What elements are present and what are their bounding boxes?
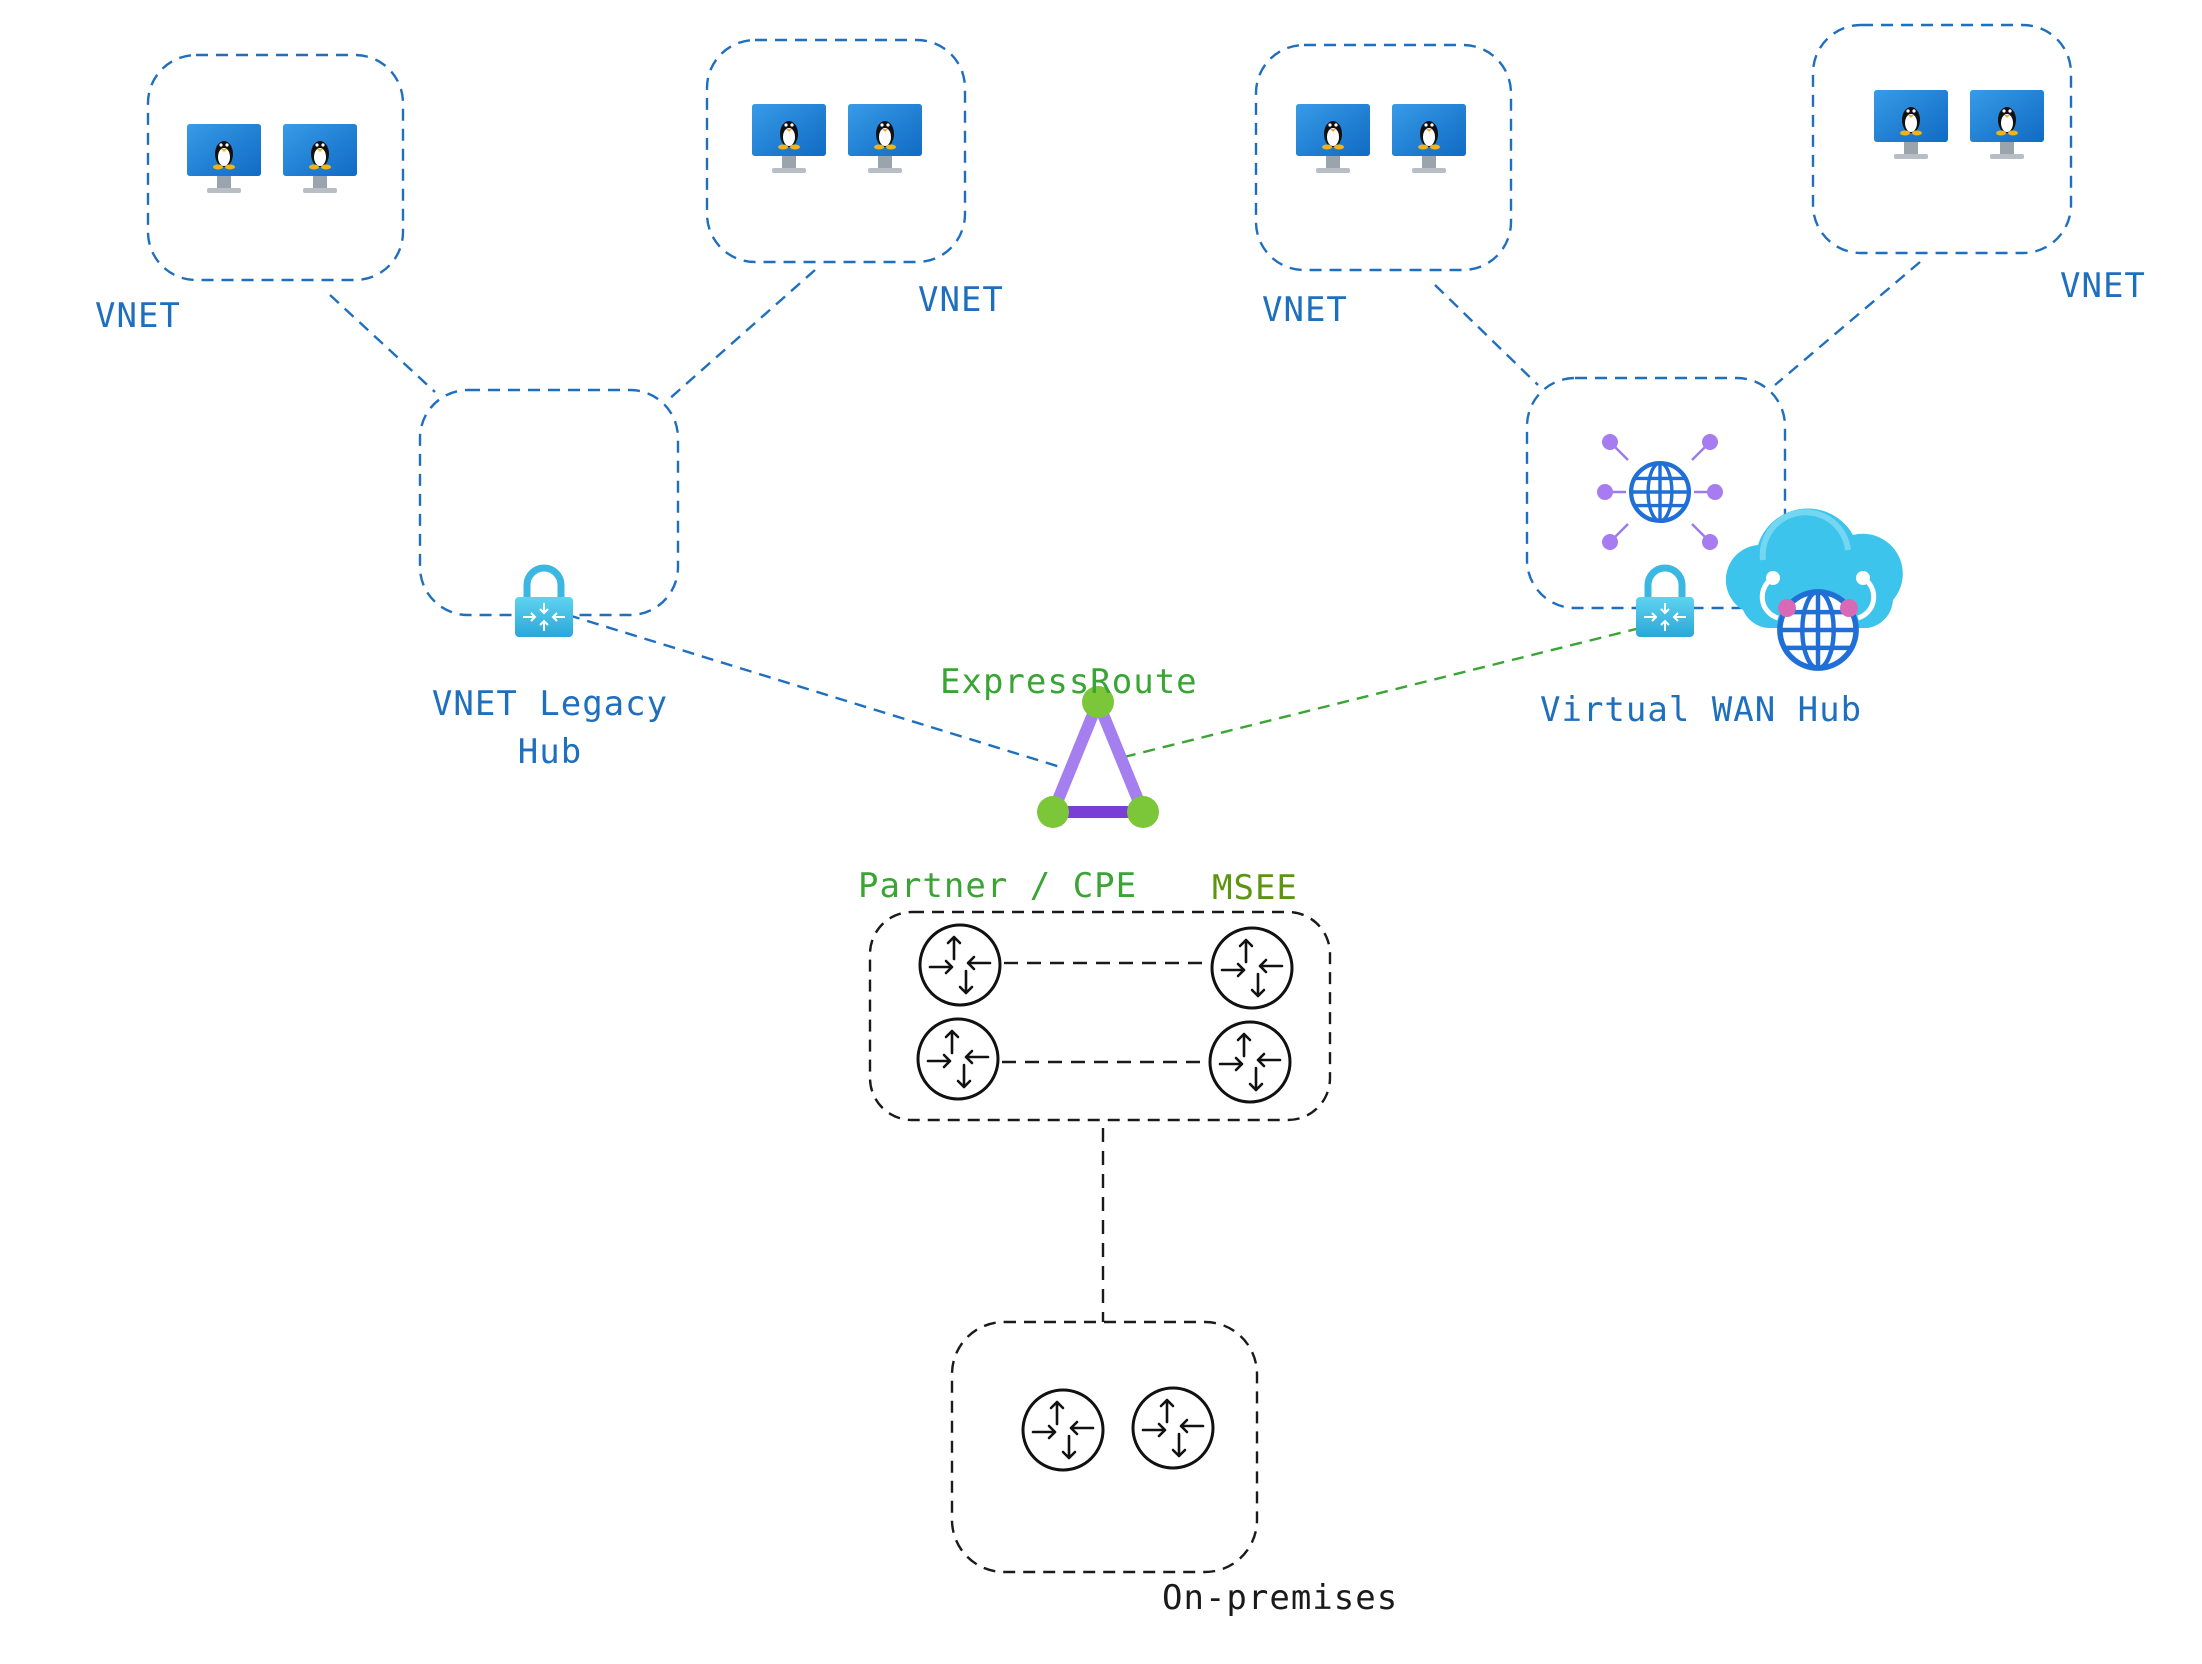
on-premises-label: On-premises bbox=[1162, 1578, 1399, 1618]
cloud-globe-icon bbox=[1725, 508, 1903, 670]
partner-cpe-label: Partner / CPE bbox=[858, 866, 1138, 906]
vnet-label-top-left: VNET bbox=[95, 296, 181, 336]
link-wan-hub-to-expressroute bbox=[1119, 626, 1641, 760]
router-icon bbox=[916, 1017, 1000, 1101]
linux-vm-icon bbox=[283, 124, 357, 193]
linux-vm-icon bbox=[1392, 104, 1466, 173]
linux-vm-icon bbox=[752, 104, 826, 173]
legacy-hub-label-line1: VNET Legacy bbox=[431, 684, 669, 724]
vnet-box-top-left bbox=[146, 53, 405, 282]
linux-vm-icon bbox=[1296, 104, 1370, 173]
link-center-vnet-to-legacy-hub bbox=[667, 269, 816, 401]
router-icon bbox=[1210, 926, 1294, 1010]
virtual-wan-globe-icon bbox=[1597, 434, 1723, 550]
legacy-hub-box bbox=[418, 388, 680, 617]
linux-vm-icon bbox=[187, 124, 261, 193]
vnet-box-top-right-b bbox=[1811, 23, 2073, 255]
linux-vm-icon bbox=[1970, 90, 2044, 159]
vnet-box-top-center bbox=[705, 38, 967, 264]
vnet-label-top-right-b: VNET bbox=[2060, 266, 2146, 306]
legacy-hub-label: VNET Legacy Hub bbox=[420, 680, 680, 776]
link-right-vnet-b-to-wan-hub bbox=[1774, 261, 1921, 386]
vnet-box-top-right-a bbox=[1254, 43, 1513, 272]
vnet-label-top-center: VNET bbox=[918, 280, 1004, 320]
router-icon bbox=[1208, 1020, 1292, 1104]
router-icon bbox=[1131, 1386, 1215, 1470]
linux-vm-icon bbox=[1874, 90, 1948, 159]
link-right-vnet-a-to-wan-hub bbox=[1434, 284, 1539, 386]
link-legacy-hub-to-expressroute bbox=[567, 613, 1071, 772]
virtual-wan-hub-label: Virtual WAN Hub bbox=[1540, 690, 1863, 730]
legacy-hub-label-line2: Hub bbox=[517, 732, 583, 772]
msee-label: MSEE bbox=[1212, 868, 1298, 908]
vnet-label-top-right-a: VNET bbox=[1262, 290, 1348, 330]
linux-vm-icon bbox=[848, 104, 922, 173]
on-premises-box bbox=[950, 1320, 1259, 1574]
vpn-gateway-lock-icon bbox=[515, 568, 573, 637]
partner-msee-box bbox=[868, 910, 1332, 1122]
expressroute-label: ExpressRoute bbox=[940, 662, 1198, 702]
link-left-vnet-to-legacy-hub bbox=[329, 294, 436, 393]
vpn-gateway-lock-icon bbox=[1636, 568, 1694, 637]
router-icon bbox=[918, 923, 1002, 1007]
router-icon bbox=[1021, 1388, 1105, 1472]
expressroute-triangle-icon bbox=[1037, 686, 1159, 828]
